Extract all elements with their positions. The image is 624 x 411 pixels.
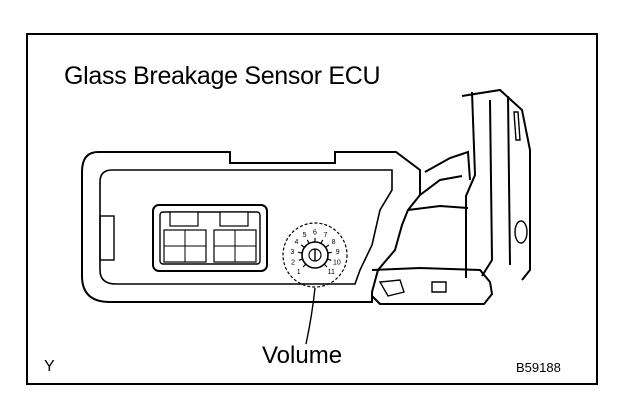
dial-tick (298, 258, 303, 261)
dial-number: 7 (323, 232, 327, 239)
dial-number: 6 (313, 230, 317, 237)
ecu-housing-outer (81, 151, 421, 303)
dial-tick (323, 263, 328, 268)
dial-tick (306, 239, 310, 244)
dial-number: 5 (303, 232, 307, 239)
callout-leader-line (305, 287, 316, 345)
dial-tick-marks (298, 238, 332, 268)
mounting-bracket (371, 88, 531, 305)
figure-id: B59188 (516, 360, 561, 375)
diagram-title: Glass Breakage Sensor ECU (64, 62, 381, 90)
dial-number: 10 (333, 260, 341, 267)
corner-mark: Y (44, 358, 55, 375)
connector (152, 204, 268, 272)
dial-number: 11 (328, 269, 335, 276)
dial-tick (327, 258, 332, 261)
dial-number: 4 (294, 239, 298, 246)
housing-tab (99, 215, 115, 261)
dial-number: 2 (291, 260, 295, 267)
dial-tick (325, 244, 330, 248)
dial-tick (302, 263, 307, 268)
dial-tick (320, 239, 324, 244)
dial-number: 1 (297, 269, 301, 276)
ecu-housing-inner (99, 169, 393, 285)
dial-number: 3 (290, 249, 294, 256)
dial-number: 8 (332, 239, 336, 246)
dial-tick (298, 251, 303, 254)
dial-number: 9 (336, 249, 340, 256)
figure-frame (26, 33, 598, 385)
dial-tick (300, 244, 305, 248)
volume-callout-label: Volume (262, 342, 343, 369)
dial-tick (327, 251, 332, 254)
